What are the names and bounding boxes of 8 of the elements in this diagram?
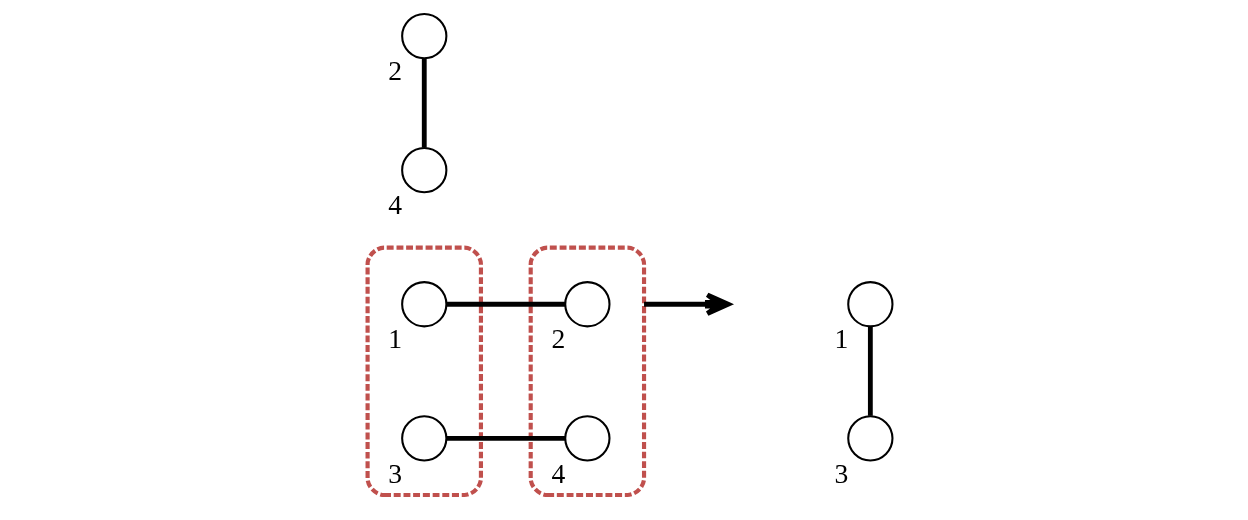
node-label: 2 bbox=[550, 323, 565, 355]
node-label: 1 bbox=[833, 323, 848, 355]
node-label: 2 bbox=[387, 55, 402, 87]
node-label: 4 bbox=[387, 189, 402, 221]
node-label: 3 bbox=[387, 457, 402, 489]
node-label: 3 bbox=[833, 457, 848, 489]
node-label: 1 bbox=[387, 323, 402, 355]
node-label: 4 bbox=[550, 457, 565, 489]
